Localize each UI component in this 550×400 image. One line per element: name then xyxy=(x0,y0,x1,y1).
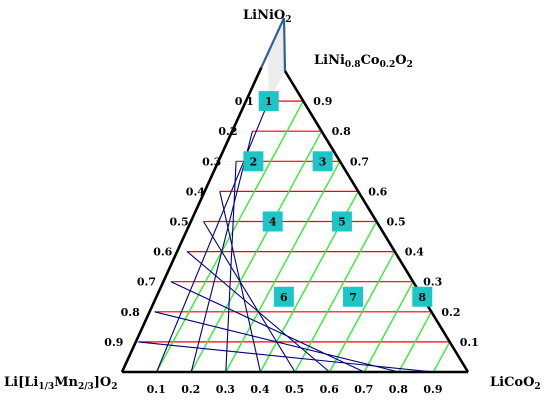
tick-label-bottom: 0.1 xyxy=(147,383,166,396)
tick-label-right: 0.3 xyxy=(423,276,442,289)
composition-marker-2 xyxy=(243,151,264,172)
composition-marker-3 xyxy=(312,151,333,172)
tick-label-bottom: 0.9 xyxy=(423,383,442,396)
green-grid-line xyxy=(363,281,414,373)
composition-marker-6 xyxy=(273,286,294,307)
vertex-label-linio2: LiNiO2 xyxy=(243,8,292,25)
vertex-label-licoo2: LiCoO2 xyxy=(490,375,541,392)
composition-markers: 1 2 3 4 5 6 7 8 xyxy=(243,91,433,307)
composition-marker-5 xyxy=(331,211,352,232)
tick-label-bottom: 0.6 xyxy=(320,383,339,396)
vertex-label-linicoo2: LiNi0.8Co0.2O2 xyxy=(314,53,413,70)
tick-label-bottom: 0.3 xyxy=(216,383,235,396)
green-grid-line xyxy=(398,311,433,373)
tick-label-right: 0.5 xyxy=(387,216,406,229)
tick-label-right: 0.7 xyxy=(350,155,369,168)
tick-label-bottom: 0.2 xyxy=(181,383,200,396)
green-grid-line xyxy=(190,130,323,373)
composition-marker-label: 4 xyxy=(269,216,277,229)
blue-grid-line xyxy=(138,341,434,373)
composition-marker-label: 1 xyxy=(265,95,273,108)
tick-label-bottom: 0.5 xyxy=(285,383,304,396)
tick-label-left: 0.6 xyxy=(153,246,172,259)
excluded-shaded-region xyxy=(267,18,285,102)
green-grid-line xyxy=(328,251,396,373)
tick-label-bottom: 0.8 xyxy=(389,383,408,396)
left-edge xyxy=(120,67,263,373)
tick-label-left: 0.4 xyxy=(186,185,205,198)
blue-grid-line xyxy=(170,281,365,373)
tick-label-right: 0.9 xyxy=(313,95,332,108)
tick-label-right: 0.4 xyxy=(405,246,424,259)
composition-marker-label: 3 xyxy=(319,155,327,168)
composition-marker-label: 7 xyxy=(349,291,357,304)
tick-label-left: 0.3 xyxy=(202,155,221,168)
vertex-label-li-limn-o2: Li[Li1/3Mn2/3]O2 xyxy=(4,375,118,392)
tick-label-right: 0.2 xyxy=(441,306,460,319)
tick-label-bottom: 0.7 xyxy=(354,383,373,396)
tick-label-right: 0.6 xyxy=(368,185,387,198)
composition-marker-7 xyxy=(343,286,364,307)
tick-labels: 0.1 0.2 0.3 0.4 0.5 0.6 0.7 0.8 0.9 0.9 0.8 0.7 0.6 0… xyxy=(104,95,479,396)
tick-label-right: 0.1 xyxy=(460,336,479,349)
blue-grid-line xyxy=(186,251,330,373)
composition-marker-4 xyxy=(262,211,283,232)
tick-label-left: 0.2 xyxy=(218,125,237,138)
blue-grid-line xyxy=(154,311,399,373)
composition-marker-8 xyxy=(412,286,433,307)
upper-left-edge xyxy=(260,17,286,69)
tick-label-left: 0.7 xyxy=(137,276,156,289)
tick-label-bottom: 0.4 xyxy=(250,383,269,396)
composition-marker-1 xyxy=(258,91,279,112)
upper-right-edge xyxy=(282,17,287,72)
composition-grid xyxy=(138,100,451,373)
composition-marker-label: 2 xyxy=(250,155,258,168)
composition-marker-label: 6 xyxy=(280,291,288,304)
tick-label-right: 0.8 xyxy=(332,125,351,138)
green-grid-line xyxy=(225,160,341,373)
composition-marker-label: 8 xyxy=(418,291,426,304)
right-edge xyxy=(283,70,470,373)
tick-label-left: 0.8 xyxy=(121,306,140,319)
tick-label-left: 0.1 xyxy=(235,95,254,108)
tick-label-left: 0.5 xyxy=(170,216,189,229)
tick-label-left: 0.9 xyxy=(104,336,123,349)
green-grid-line xyxy=(432,341,451,373)
green-grid-line xyxy=(294,221,378,373)
blue-grid-line xyxy=(203,221,296,373)
composition-marker-label: 5 xyxy=(338,216,346,229)
